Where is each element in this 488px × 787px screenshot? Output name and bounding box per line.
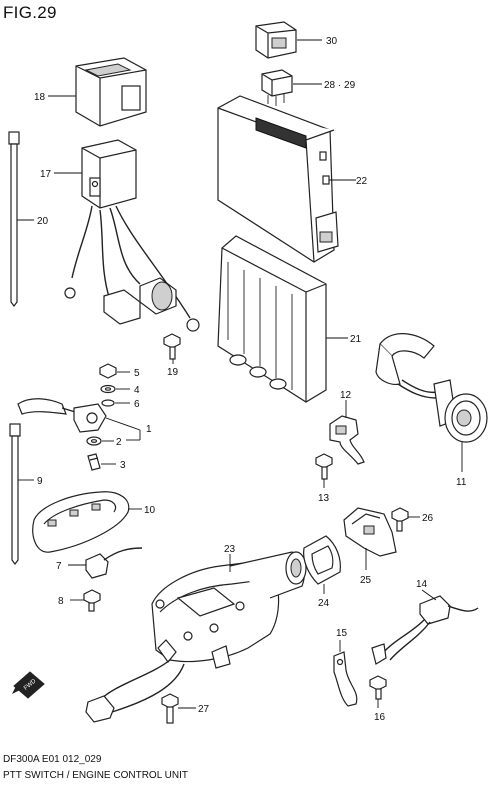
callout-3: 3 [120,460,126,471]
callout-25: 25 [360,575,372,586]
part-8-screw[interactable] [83,589,101,612]
callout-16: 16 [374,712,386,723]
part-28-29-relay[interactable] [261,69,293,106]
callout-28-29: 28 · 29 [324,80,356,91]
part-24-rubber-boot[interactable] [303,535,341,585]
part-27-bolt[interactable] [161,693,179,724]
part-16-bolt[interactable] [369,675,387,700]
part-11-switch-assembly[interactable] [375,333,488,443]
callout-9: 9 [37,476,43,487]
part-17-control-unit-harness[interactable] [64,139,200,332]
document-code: DF300A E01 012_029 [3,754,102,765]
part-19-bolt[interactable] [163,333,181,360]
part-12-bracket[interactable] [329,415,365,465]
callout-19: 19 [167,367,179,378]
callout-10: 10 [144,505,156,516]
part-10-sensor-cover[interactable] [32,491,130,553]
callout-6: 6 [134,399,140,410]
callout-1: 1 [146,424,152,435]
callout-15: 15 [336,628,348,639]
part-30-relay-cover[interactable] [255,21,297,59]
part-22-ecu-cover[interactable] [217,95,339,263]
callout-7: 7 [56,561,62,572]
callout-4: 4 [134,385,140,396]
part-6-washer[interactable] [101,399,115,407]
callout-30: 30 [326,36,338,47]
part-26-bolt[interactable] [391,507,409,532]
part-5-bolt[interactable] [99,363,117,379]
part-15-clamp[interactable] [333,651,358,707]
callout-20: 20 [37,216,49,227]
part-21-ecu-body[interactable] [217,235,327,403]
part-9-cable-tie[interactable] [9,423,21,565]
part-23-actuator-assembly[interactable] [85,551,307,723]
part-1-switch-arm[interactable] [17,398,107,433]
callout-2: 2 [116,437,122,448]
callout-23: 23 [224,544,236,555]
part-2-washer[interactable] [86,436,102,446]
part-14-harness-connector[interactable] [371,595,479,665]
callout-14: 14 [416,579,428,590]
figure-title: FIG.29 [3,3,57,22]
callout-27: 27 [198,704,210,715]
callout-26: 26 [422,513,434,524]
callout-24: 24 [318,598,330,609]
part-7-sensor[interactable] [85,547,143,579]
callout-11: 11 [456,477,467,488]
part-4-washer[interactable] [100,384,116,394]
part-13-bolt[interactable] [315,453,333,480]
callout-8: 8 [58,596,64,607]
callout-18: 18 [34,92,46,103]
callout-22: 22 [356,176,368,187]
part-3-clip[interactable] [87,453,101,471]
fwd-arrow-icon: FWD [12,671,45,699]
callout-17: 17 [40,169,52,180]
part-18-rubber-cover[interactable] [75,57,147,127]
callout-12: 12 [340,390,352,401]
callout-13: 13 [318,493,330,504]
document-caption: PTT SWITCH / ENGINE CONTROL UNIT [3,770,189,781]
part-20-cable-tie[interactable] [8,131,20,307]
callout-5: 5 [134,368,140,379]
callout-21: 21 [350,334,362,345]
part-25-bracket-plate[interactable] [343,507,397,557]
